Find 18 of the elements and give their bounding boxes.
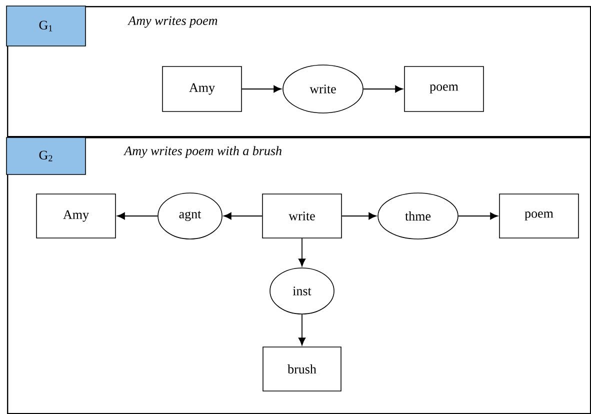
concept-box: poem <box>404 66 484 112</box>
concept-box: Amy <box>162 66 242 112</box>
arrow <box>341 212 376 220</box>
panel-title: Amy writes poem with a brush <box>124 146 282 158</box>
concept-box: Amy <box>36 194 116 238</box>
arrow <box>224 212 263 220</box>
arrow <box>362 85 403 93</box>
concept-box: write <box>262 194 342 238</box>
tab-label: G$_{1}$ <box>6 6 86 46</box>
concept-box: brush <box>262 346 342 392</box>
panel-title: Amy writes poem <box>128 16 218 28</box>
concept-box: poem <box>499 194 579 238</box>
arrow <box>298 314 306 346</box>
tab-label: G$_{2}$ <box>6 137 86 175</box>
arrow <box>241 85 282 93</box>
arrow <box>458 212 498 220</box>
arrow <box>117 212 158 220</box>
arrow <box>298 238 306 266</box>
